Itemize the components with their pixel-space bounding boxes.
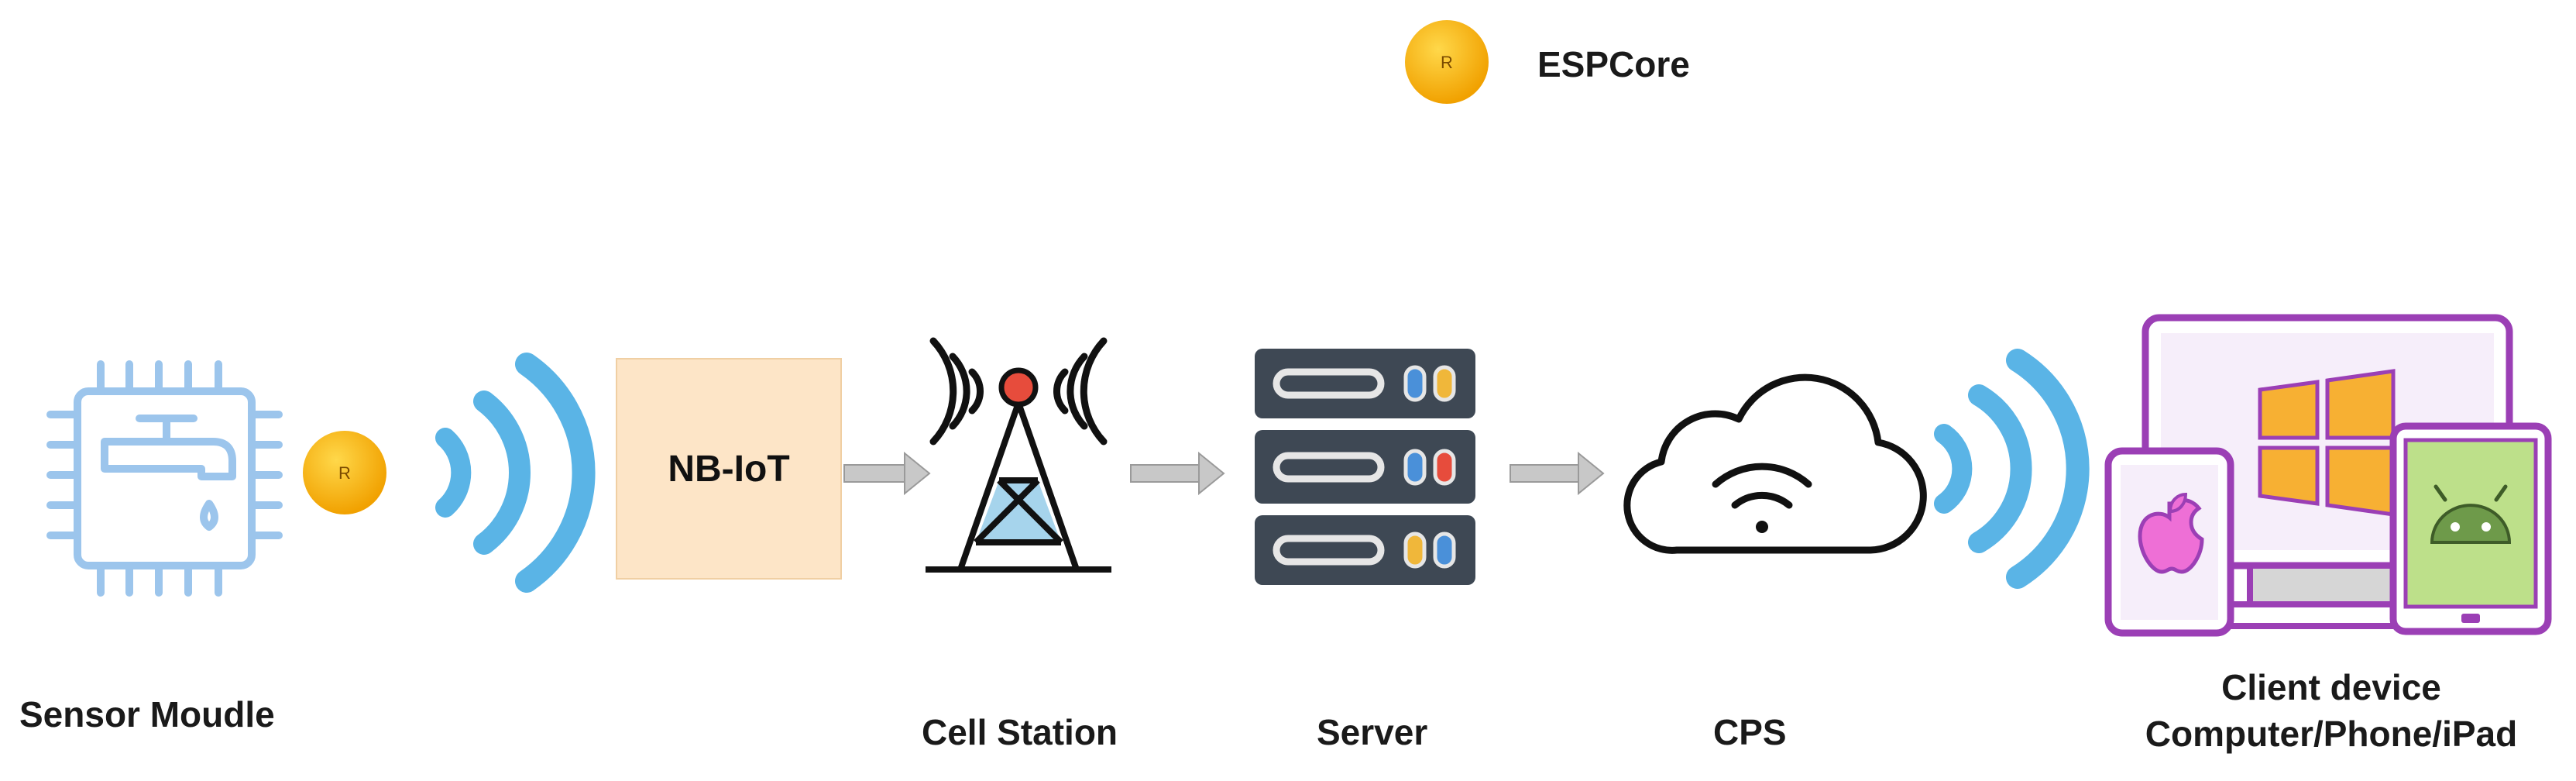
client-device-sublabel: Computer/Phone/iPad xyxy=(2145,714,2518,754)
wireless-signal-icon xyxy=(435,353,596,593)
sensor-badge-letter: R xyxy=(338,463,351,483)
cps-label: CPS xyxy=(1713,712,1787,752)
arrow-nbiot-to-cell xyxy=(843,451,931,496)
cell-station-label: Cell Station xyxy=(922,712,1118,752)
arrow-cell-to-server xyxy=(1130,451,1225,496)
sensor-module-label: Sensor Moudle xyxy=(19,694,275,735)
nbiot-label: NB-IoT xyxy=(668,448,790,490)
legend-badge-icon: R xyxy=(1405,20,1489,104)
cloud-icon xyxy=(1623,373,1927,554)
nbiot-node-box: NB-IoT xyxy=(616,358,842,580)
sensor-chip-icon xyxy=(46,360,283,597)
client-devices-icon xyxy=(2104,314,2552,637)
cell-tower-icon xyxy=(926,337,1111,573)
client-device-label: Client device xyxy=(2221,667,2441,707)
arrow-server-to-cps xyxy=(1510,451,1605,496)
server-label: Server xyxy=(1317,712,1428,752)
wireless-signal-icon xyxy=(1934,349,2090,589)
legend-badge-letter: R xyxy=(1441,53,1453,72)
legend-label: ESPCore xyxy=(1537,44,1690,84)
sensor-badge-icon: R xyxy=(303,431,386,514)
server-icon xyxy=(1255,349,1475,585)
